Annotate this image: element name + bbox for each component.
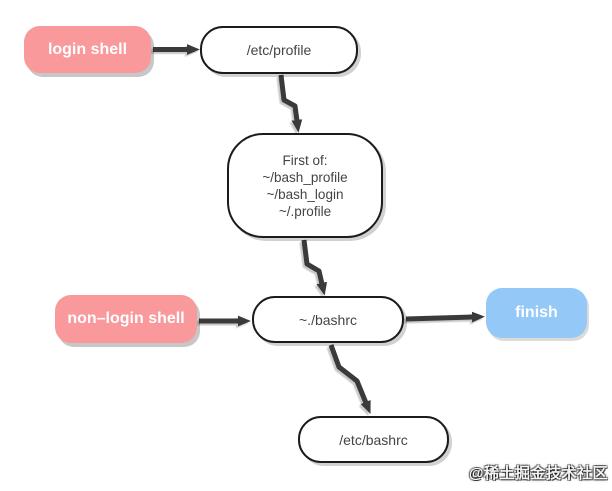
node-etc-profile-label: /etc/profile [246,42,312,58]
first-of-line-2: ~/bash_profile [262,169,348,185]
node-finish-label: finish [515,304,558,321]
node-etc-profile: /etc/profile [200,26,358,74]
node-first-of-label: First of: ~/bash_profile ~/bash_login ~/… [262,152,347,220]
node-login-shell-label: login shell [47,40,128,58]
first-of-line-1: First of: [282,152,328,168]
node-non-login-shell: non–login shell [55,295,197,343]
edge-bashrc-to-etcbashrc [328,344,371,415]
node-etc-bashrc: /etc/bashrc [298,416,449,463]
first-of-line-4: ~/.profile [278,203,332,219]
node-finish: finish [486,288,587,338]
edge-firstof-to-bashrc [301,239,328,296]
node-non-login-shell-label: non–login shell [67,310,185,327]
node-login-shell: login shell [24,26,151,73]
edge-bashrc-to-finish [405,311,485,323]
node-bashrc: ~./bashrc [252,296,404,343]
node-bashrc-label: ~./bashrc [299,311,357,328]
edge-profile-to-firstof [278,74,303,133]
watermark: @稀土掘金技术社区 [468,465,608,482]
node-etc-bashrc-label: /etc/bashrc [339,431,408,448]
node-first-of: First of: ~/bash_profile ~/bash_login ~/… [227,133,383,238]
first-of-line-3: ~/bash_login [266,186,344,202]
